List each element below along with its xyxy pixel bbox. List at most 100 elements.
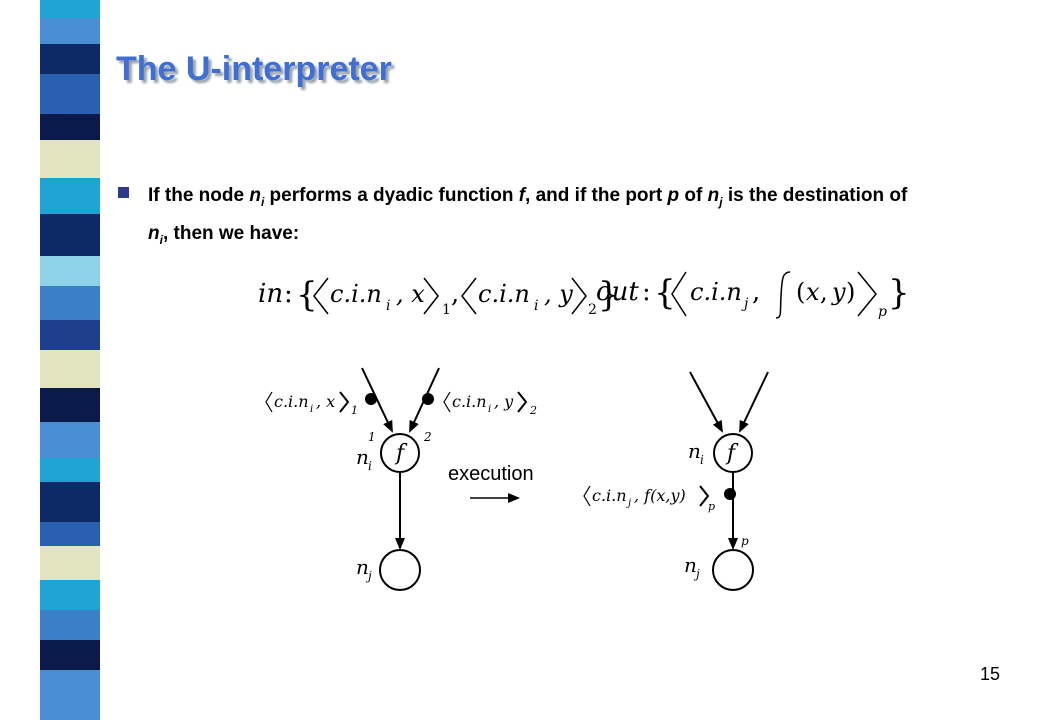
node-ni: ni: [249, 185, 265, 209]
stripe: [40, 214, 100, 256]
out-args: (: [796, 278, 805, 306]
angle-bracket-left: [583, 485, 591, 507]
node-ni-letter: n: [148, 222, 160, 244]
stripe: [40, 640, 100, 670]
angle-bracket-right: [339, 391, 350, 413]
function-f: f: [518, 185, 526, 206]
left-token2-val: , y: [494, 392, 514, 411]
stripe: [40, 286, 100, 320]
input-arc-2: [739, 371, 769, 433]
right-token-sub: j: [626, 498, 631, 509]
formula-brace: {: [654, 273, 676, 313]
slide-title: The U-interpreter: [116, 50, 392, 88]
right-token-port: p: [708, 500, 715, 513]
angle-bracket-left: [671, 271, 687, 317]
stripe: [40, 44, 100, 74]
right-token-text: c.i.n: [592, 486, 627, 505]
bullet-square-icon: [118, 187, 129, 198]
stripe: [40, 350, 100, 388]
stripe: [40, 178, 100, 214]
right-token-val: , f(x,y): [634, 486, 686, 505]
bullet-text-part: , and if the port: [525, 185, 668, 206]
in-token2-sub: i: [534, 298, 538, 314]
angle-bracket-left: [265, 391, 273, 413]
execution-label: execution: [448, 463, 534, 485]
in-token1-sub: i: [386, 298, 390, 314]
in-token1-port: 1: [442, 302, 451, 318]
right-graph: [689, 371, 769, 591]
angle-bracket-right: [517, 391, 528, 413]
node-circle-nj: [712, 549, 754, 591]
right-port: p: [741, 534, 749, 548]
formula-comma: ,: [752, 277, 760, 307]
stripe: [40, 140, 100, 178]
left-token1-port: 1: [351, 404, 358, 417]
left-token2-text: c.i.n: [452, 392, 487, 411]
out-args-y: y: [831, 278, 846, 306]
execution-transition: execution: [448, 463, 534, 503]
formula-brace: {: [296, 275, 318, 315]
formula-colon: :: [284, 279, 293, 309]
angle-bracket-right: [857, 271, 877, 317]
left-src-node: n: [356, 445, 369, 469]
token-dot-1: [365, 393, 377, 405]
left-port-2: 2: [423, 430, 432, 444]
integral-icon: [775, 271, 791, 319]
left-dst-sub: j: [365, 569, 372, 583]
node-ni-subscript: i: [260, 194, 265, 209]
right-graph-labels: f n i n j p c.i.n j , f(x,y) p: [583, 439, 749, 581]
stripe: [40, 422, 100, 458]
left-token2-port: 2: [529, 404, 537, 417]
stripe: [40, 522, 100, 546]
angle-bracket-right: [423, 277, 439, 315]
out-label: out: [596, 277, 639, 307]
formula-comma: ,: [451, 279, 459, 309]
out-args-close: ): [846, 278, 855, 306]
left-token1-val: , x: [316, 392, 335, 411]
bullet-text-part: performs a dyadic function: [264, 185, 519, 206]
token-dot-result: [724, 488, 736, 500]
angle-bracket-right: [699, 485, 710, 507]
formula-colon: :: [642, 277, 651, 307]
right-src-node: n: [688, 439, 701, 463]
node-ni-letter: n: [249, 185, 261, 206]
out-token-text: c.i.n: [690, 278, 742, 306]
token-dot-2: [422, 393, 434, 405]
out-formula: out : { c.i.n j , ( x , y ) p }: [596, 271, 910, 320]
stripe: [40, 458, 100, 482]
angle-bracket-left: [313, 277, 329, 315]
bullet-text-part: is the destination of: [722, 185, 908, 206]
node-ni-second: ni: [148, 222, 163, 247]
node-nj: nj: [707, 185, 723, 209]
stripe: [40, 256, 100, 286]
stripe: [40, 388, 100, 422]
formula-brace: }: [888, 273, 910, 313]
left-token1-sub: i: [310, 404, 313, 415]
in-token1-text: c.i.n: [330, 280, 382, 308]
bullet-text-part: If the node: [148, 185, 250, 206]
stripe: [40, 482, 100, 522]
left-src-sub: i: [368, 459, 372, 473]
input-arc-1: [689, 371, 723, 433]
angle-bracket-left: [461, 277, 477, 315]
input-arc-1: [361, 367, 393, 433]
node-ni-subscript: i: [159, 232, 163, 247]
out-token-sub: j: [741, 296, 749, 312]
stripe: [40, 320, 100, 350]
angle-bracket-left: [443, 391, 451, 413]
stripe: [40, 0, 100, 18]
right-dst-node: n: [684, 553, 697, 577]
out-args-x: x: [806, 278, 820, 306]
left-token1-text: c.i.n: [274, 392, 309, 411]
in-label: in: [258, 279, 283, 309]
stripe: [40, 74, 100, 114]
left-token2-sub: i: [488, 404, 491, 415]
node-circle-nj: [379, 549, 421, 591]
out-port: p: [878, 304, 887, 320]
left-port-1: 1: [368, 430, 376, 444]
node-nj-letter: n: [707, 185, 720, 206]
in-token2-text: c.i.n: [478, 280, 530, 308]
right-dst-sub: j: [693, 567, 700, 581]
